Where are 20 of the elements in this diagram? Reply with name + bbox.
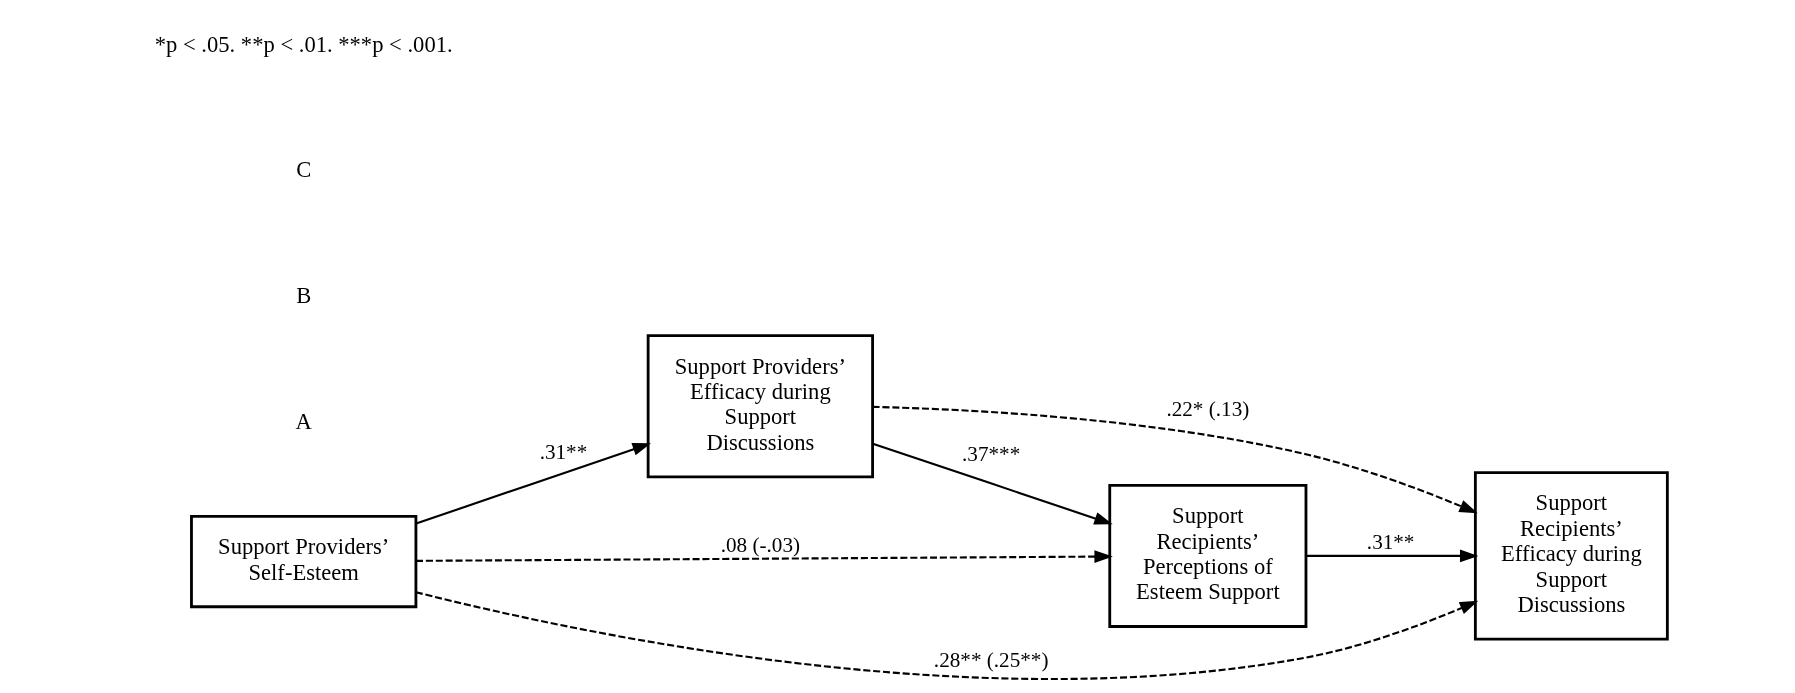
node-box: Support Recipients’ Efficacy during Support Discussions (1473, 471, 1669, 641)
node-box: Support Providers’ Self-Esteem (189, 515, 417, 609)
edge-label: .28** (.25**) (933, 648, 1048, 673)
node-box: Support Recipients’ Perceptions of Esteem Support (1107, 483, 1307, 628)
edge-label: .31** (539, 439, 587, 464)
label: A (295, 408, 312, 434)
arrow (415, 550, 1113, 564)
label: C (295, 157, 311, 183)
arrow (872, 405, 1478, 514)
edge-label: .37*** (961, 442, 1020, 467)
arrow (1305, 549, 1478, 563)
edge-label: .31** (1366, 529, 1414, 554)
arrow (415, 443, 651, 525)
node-box: Support Providers’ Efficacy during Support Discussions (646, 334, 874, 479)
arrow (415, 591, 1478, 681)
arrow (872, 442, 1113, 525)
label: B (295, 282, 311, 308)
edge-label: .08 (-.03) (720, 532, 800, 557)
edge-label: .22* (.13) (1165, 397, 1249, 422)
label: *p < .05. **p < .01. ***p < .001. (154, 31, 453, 57)
